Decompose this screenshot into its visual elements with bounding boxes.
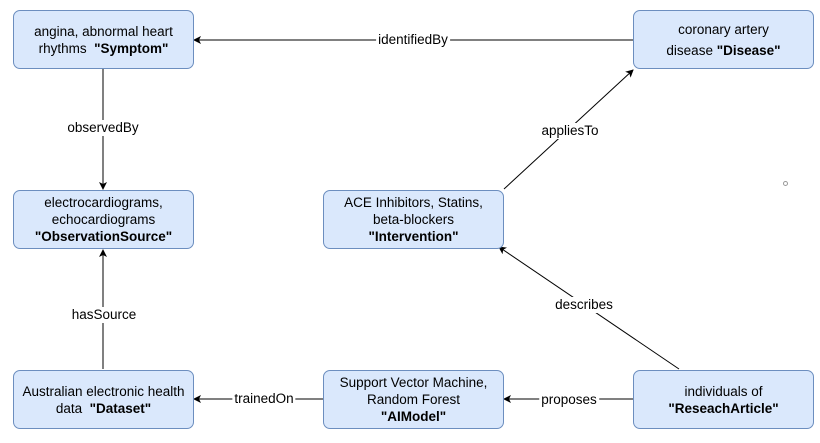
edge-label-has-source: hasSource (69, 307, 139, 323)
node-intervention-line2: beta-blockers (372, 212, 455, 227)
node-disease-line2-wrap: disease "Disease" (666, 42, 780, 59)
node-ai-model-line1: Support Vector Machine, (339, 375, 488, 390)
node-observation-source-type: "ObservationSource" (34, 229, 173, 244)
node-intervention-type: "Intervention" (368, 229, 459, 244)
connection-point-marker (783, 181, 788, 186)
node-intervention-line1: ACE Inhibitors, Statins, (344, 195, 483, 210)
node-dataset-type: "Dataset" (89, 400, 152, 416)
node-disease[interactable]: coronary artery disease "Disease" (633, 10, 814, 69)
node-disease-line2: disease (666, 42, 713, 58)
node-symptom[interactable]: angina, abnormal heart rhythms "Symptom" (13, 10, 194, 69)
node-research-article-line1: individuals of (684, 383, 763, 399)
node-disease-line1: coronary artery (678, 21, 769, 37)
node-symptom-type: "Symptom" (94, 40, 169, 56)
node-ai-model-type: "AIModel" (380, 409, 447, 424)
node-disease-type: "Disease" (716, 42, 781, 58)
node-intervention[interactable]: ACE Inhibitors, Statins, beta-blockers "… (323, 190, 504, 249)
edge-label-identified-by: identifiedBy (376, 32, 450, 48)
node-symptom-line1: angina, abnormal heart (34, 23, 173, 39)
node-observation-source-line2: echocardiograms (51, 212, 156, 227)
edge-label-describes: describes (553, 297, 615, 313)
node-symptom-line2-wrap: rhythms "Symptom" (39, 40, 169, 57)
edge-label-applies-to: appliesTo (539, 123, 601, 139)
node-dataset-line2-wrap: data "Dataset" (56, 400, 151, 417)
node-ai-model-line2: Random Forest (366, 392, 461, 407)
node-symptom-line2: rhythms (38, 40, 87, 56)
node-observation-source-line1: electrocardiograms, (44, 195, 163, 210)
node-dataset-line1: Australian electronic health (22, 383, 185, 399)
node-ai-model[interactable]: Support Vector Machine, Random Forest "A… (323, 370, 504, 429)
edge-label-trained-on: trainedOn (232, 391, 296, 407)
edge-label-proposes: proposes (539, 392, 599, 408)
edge-label-observed-by: observedBy (65, 120, 141, 136)
node-dataset[interactable]: Australian electronic health data "Datas… (13, 370, 194, 429)
node-research-article-type: "ReseachArticle" (668, 400, 779, 416)
node-dataset-line2: data (55, 400, 83, 416)
node-research-article[interactable]: individuals of "ReseachArticle" (633, 370, 814, 429)
node-observation-source[interactable]: electrocardiograms, echocardiograms "Obs… (13, 190, 194, 249)
